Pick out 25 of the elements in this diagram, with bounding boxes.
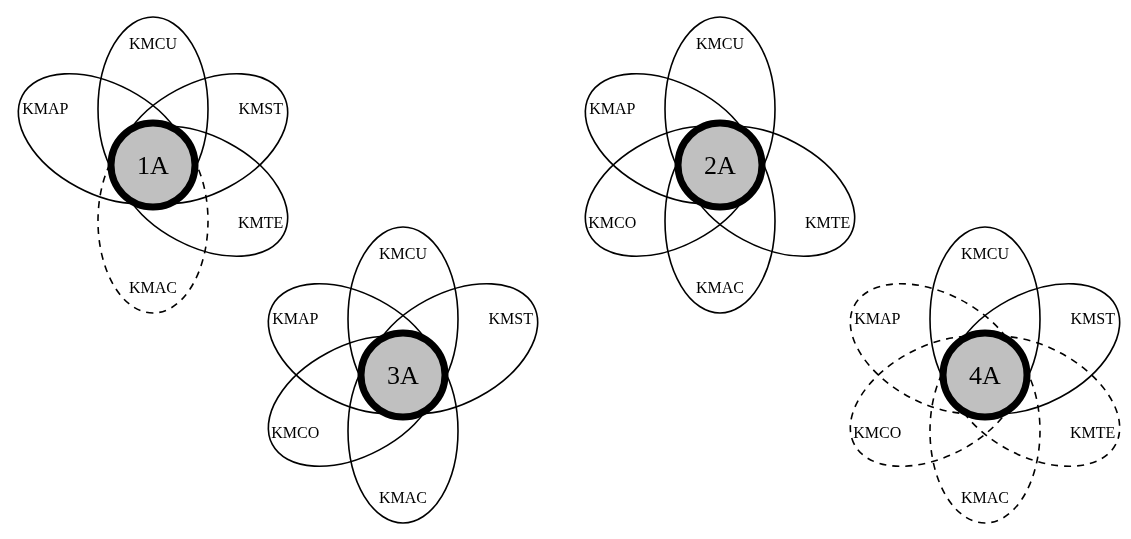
petal-label: KMCU bbox=[129, 35, 177, 52]
petal-label: KMTE bbox=[238, 214, 284, 232]
petal-label: KMAC bbox=[961, 489, 1009, 506]
petal-label: KMCO bbox=[853, 424, 902, 442]
petal-label: KMCU bbox=[696, 35, 744, 52]
center-label: 2A bbox=[704, 151, 736, 180]
petal-label: KMTE bbox=[1070, 424, 1116, 442]
petal-label: KMAP bbox=[22, 99, 69, 117]
petal-label: KMCO bbox=[271, 424, 320, 442]
center-label: 3A bbox=[387, 361, 419, 390]
petal-label: KMST bbox=[1070, 309, 1115, 327]
petal-label: KMTE bbox=[805, 214, 851, 232]
petal-label: KMST bbox=[488, 309, 533, 327]
petal-label: KMAP bbox=[854, 309, 901, 327]
petal-label: KMCU bbox=[379, 245, 427, 262]
petal-label: KMAP bbox=[272, 309, 319, 327]
petal-label: KMAC bbox=[379, 489, 427, 506]
petal-label: KMAC bbox=[129, 279, 177, 296]
petal-label: KMCO bbox=[588, 214, 637, 232]
petal-label: KMST bbox=[238, 99, 283, 117]
center-label: 1A bbox=[137, 151, 169, 180]
petal-label: KMAP bbox=[589, 99, 636, 117]
center-label: 4A bbox=[969, 361, 1001, 390]
petal-label: KMCU bbox=[961, 245, 1009, 262]
petal-label: KMAC bbox=[696, 279, 744, 296]
